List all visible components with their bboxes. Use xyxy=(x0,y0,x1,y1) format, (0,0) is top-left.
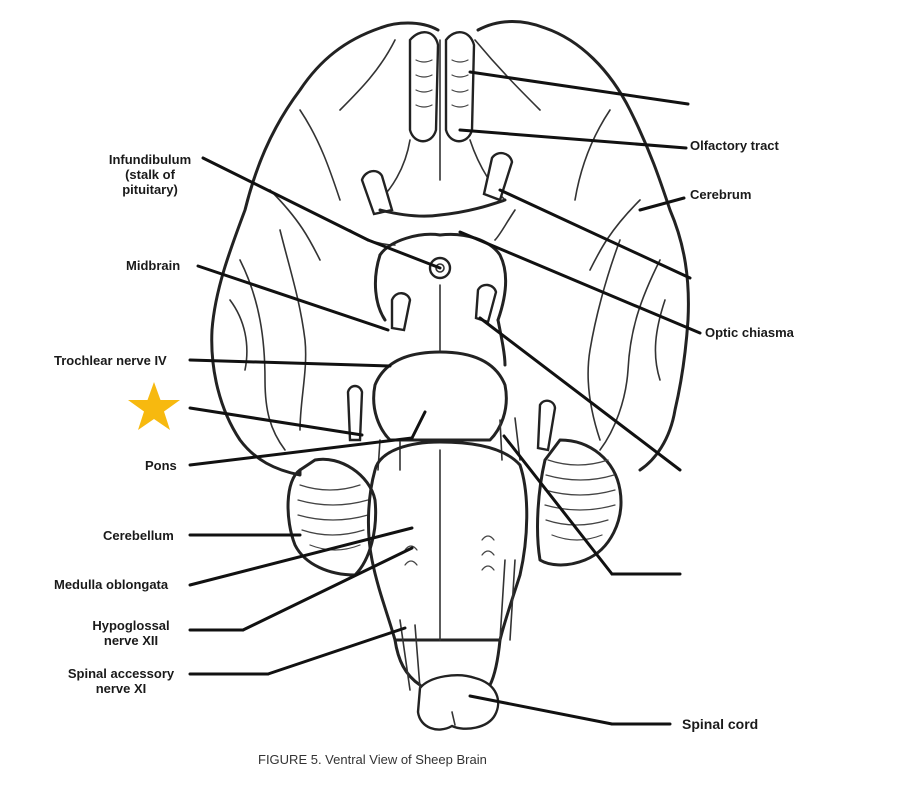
label-trochlear: Trochlear nerve IV xyxy=(54,353,167,368)
label-hypoglossal-line1: Hypoglossal xyxy=(80,618,182,633)
label-olfactory-tract: Olfactory tract xyxy=(690,138,779,153)
label-optic-chiasma: Optic chiasma xyxy=(705,325,794,340)
olfactory-bulb-left xyxy=(410,32,438,141)
optic-nerve-left xyxy=(362,171,392,214)
star-icon xyxy=(126,380,182,436)
label-midbrain: Midbrain xyxy=(126,258,180,273)
optic-chiasma-outline xyxy=(380,200,505,216)
figure-caption: FIGURE 5. Ventral View of Sheep Brain xyxy=(258,752,487,767)
label-cerebellum: Cerebellum xyxy=(103,528,174,543)
label-cerebrum: Cerebrum xyxy=(690,187,751,202)
label-pons: Pons xyxy=(145,458,177,473)
olfactory-bulb-right xyxy=(446,32,474,141)
label-hypoglossal: Hypoglossal nerve XII xyxy=(80,618,182,648)
label-spinal-accessory-line2: nerve XI xyxy=(56,681,186,696)
cerebellum-right xyxy=(538,440,621,565)
spinal-cord-end xyxy=(418,675,498,729)
trigeminal-right xyxy=(538,401,555,450)
label-spinal-accessory: Spinal accessory nerve XI xyxy=(56,666,186,696)
oculomotor-right xyxy=(476,285,496,322)
label-infundibulum-line1: Infundibulum xyxy=(94,152,206,167)
label-hypoglossal-line2: nerve XII xyxy=(80,633,182,648)
label-infundibulum-line2: (stalk of xyxy=(94,167,206,182)
label-spinal-accessory-line1: Spinal accessory xyxy=(56,666,186,681)
label-spinal-cord: Spinal cord xyxy=(682,717,758,732)
oculomotor-left xyxy=(392,293,410,330)
pons-outline xyxy=(374,352,507,440)
medulla-outline xyxy=(368,442,526,640)
label-infundibulum-line3: pituitary) xyxy=(94,182,206,197)
label-medulla: Medulla oblongata xyxy=(54,577,168,592)
label-infundibulum: Infundibulum (stalk of pituitary) xyxy=(94,152,206,197)
